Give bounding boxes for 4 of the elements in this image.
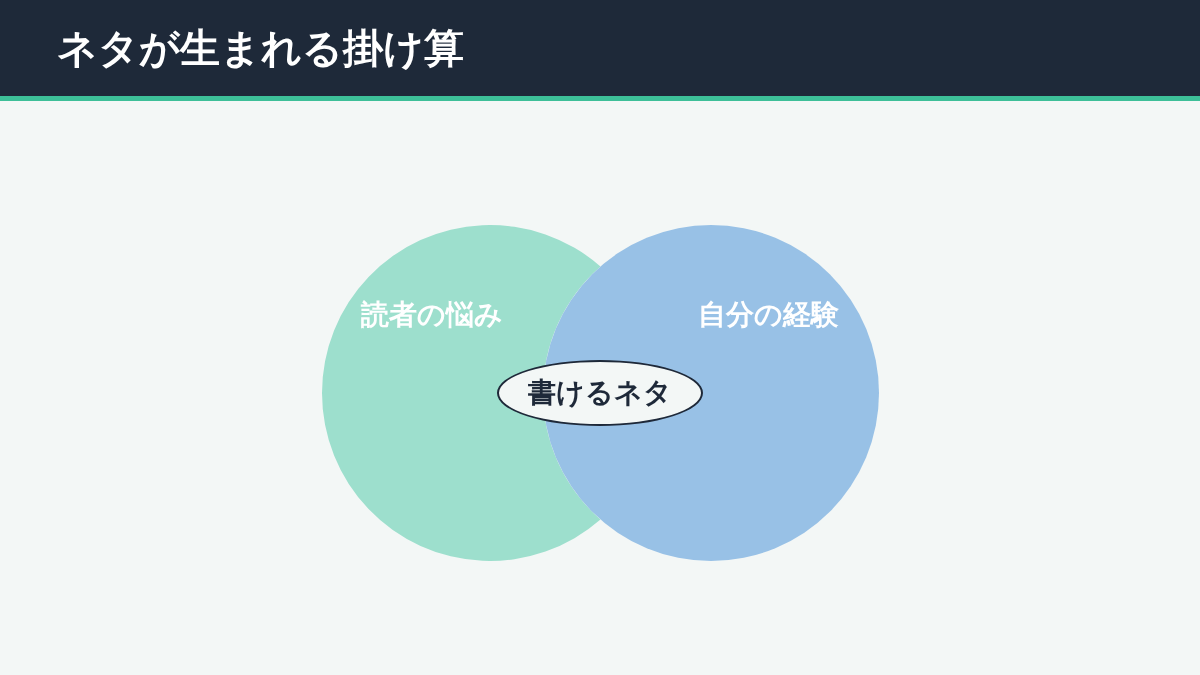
- circle-label: 自分の経験: [697, 298, 839, 332]
- ellipse-label: 書けるネタ: [528, 376, 672, 410]
- circle-label: 読者の悩み: [361, 298, 503, 332]
- title: ネタが生まれる掛け算: [57, 25, 464, 72]
